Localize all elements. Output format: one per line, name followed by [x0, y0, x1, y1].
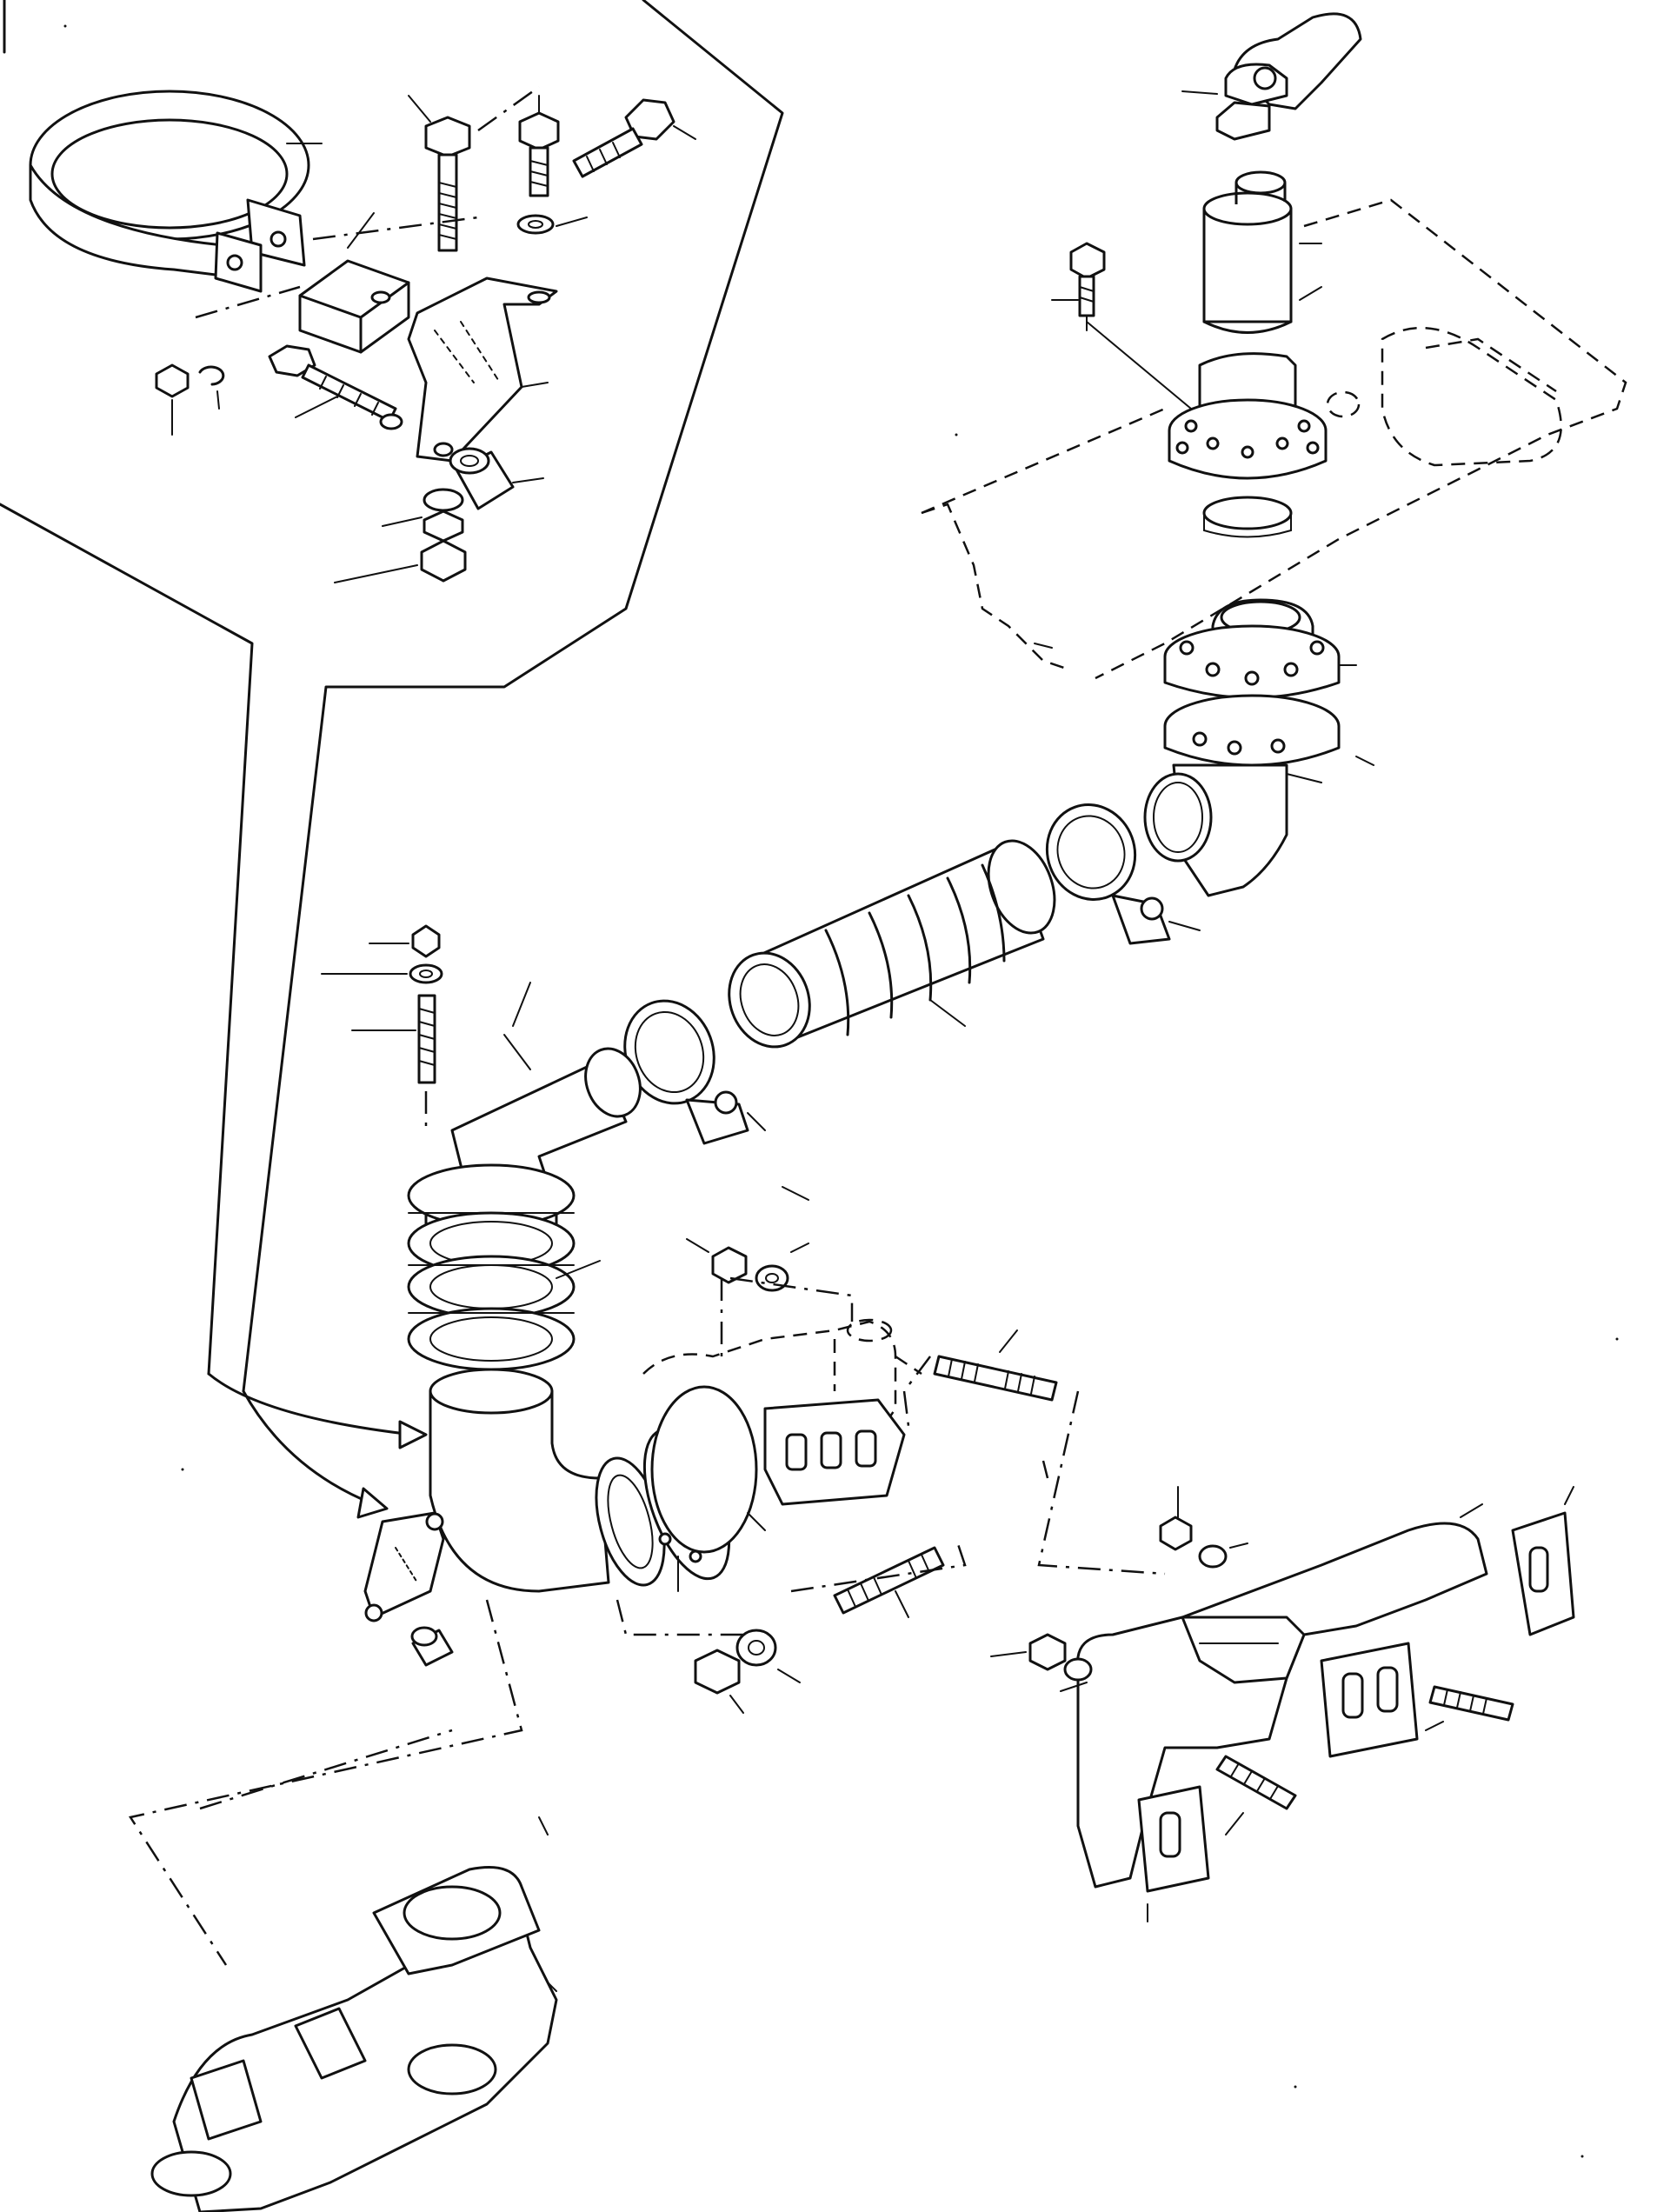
side-bolt-inset	[268, 344, 403, 430]
manifold-gasket	[1137, 1486, 1575, 1893]
hex-bolt-right	[1051, 242, 1106, 317]
bracket-block	[298, 212, 410, 354]
mounting-panel-outline	[921, 198, 1627, 680]
stud-nut-washer-left	[321, 924, 443, 1084]
nut-washer-upper-turbo	[686, 1238, 809, 1292]
exhaust-clamp-band	[29, 90, 323, 293]
upper-flange-pipe	[1086, 286, 1328, 538]
pipe-clamp-left	[623, 999, 766, 1145]
flexible-bellows	[728, 839, 1056, 1049]
spring-washer-top	[516, 214, 588, 235]
leader-lines	[512, 643, 1374, 1201]
double-flange	[1163, 598, 1357, 767]
scan-specks	[63, 24, 1619, 2158]
rain-cap	[1181, 12, 1362, 141]
engine-manifold	[150, 1816, 558, 2212]
tail-pipe	[1202, 170, 1322, 334]
turbocharger	[642, 1318, 922, 1554]
lower-mounting-bracket	[363, 1511, 445, 1622]
manifold-nuts	[990, 1486, 1248, 1692]
detail-inset-border	[0, 0, 784, 1393]
hex-bolt-angled	[572, 98, 696, 178]
flange-holes-upper	[1175, 419, 1320, 459]
hex-bolt-long	[408, 95, 471, 252]
lower-spacer-bushing	[410, 1626, 454, 1667]
routing-arrows	[207, 1372, 428, 1519]
hex-bolt-short	[518, 95, 560, 197]
manifold-studs	[1147, 1685, 1514, 1922]
nut-washer-left	[155, 363, 225, 436]
flange-holes-mid	[1179, 640, 1325, 756]
lower-elbow-pipe	[429, 1368, 666, 1593]
stud-lower	[833, 1546, 945, 1618]
assembly-guide-lines	[128, 85, 1166, 1966]
flange-gaskets	[407, 1163, 601, 1371]
nut-washer-lower-turbo	[694, 1629, 801, 1714]
stud-upper	[933, 1329, 1058, 1402]
pipe-clamp-right	[1045, 803, 1201, 945]
mounting-bracket	[407, 276, 558, 463]
upper-elbow	[1143, 763, 1322, 897]
spacer-bushing	[449, 447, 544, 510]
washer-nut-stack-inset	[334, 488, 467, 583]
exhaust-manifold	[1076, 1522, 1488, 1889]
